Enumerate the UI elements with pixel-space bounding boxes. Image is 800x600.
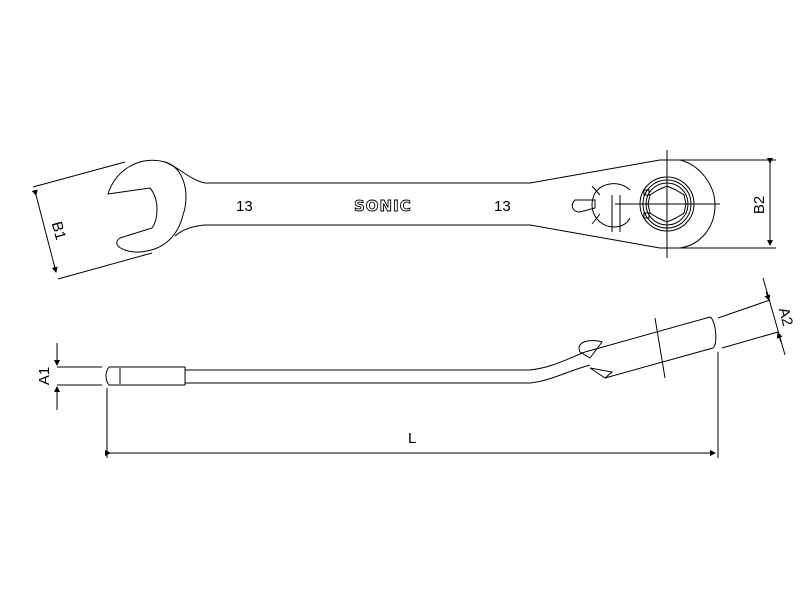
dim-label-l: L [408,430,416,447]
dimension-l: L [105,352,719,458]
dimension-b2: B2 [667,158,776,249]
size-label-ring-end: 13 [494,198,511,215]
wrench-profile [105,316,717,386]
dim-label-a2: A2 [775,306,796,328]
dim-label-a1: A1 [36,367,53,385]
center-line-side [654,317,666,379]
dimension-a2: A2 [717,277,796,356]
size-label-open-end: 13 [236,198,253,215]
side-view: A1 A2 L [36,277,796,458]
open-end-head [107,159,206,253]
ratchet-ring-end [571,150,720,258]
dimension-b1: B1 [31,161,153,280]
dimension-a1: A1 [36,343,102,410]
brand-logo: SONIC [354,197,412,215]
handle [205,159,661,249]
top-view: 13 SONIC 13 B1 B2 [31,150,776,280]
dim-label-b1: B1 [48,220,69,242]
dim-label-b2: B2 [751,196,768,214]
